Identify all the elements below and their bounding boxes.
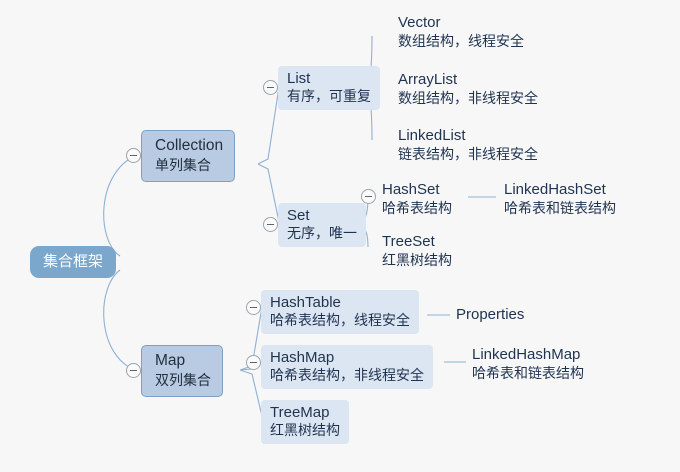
node-treeset-title: TreeSet bbox=[382, 233, 435, 250]
node-treeset[interactable]: TreeSet 红黑树结构 bbox=[382, 232, 452, 270]
node-root-title: 集合框架 bbox=[43, 253, 104, 270]
node-map-title: Map bbox=[155, 352, 186, 369]
node-hashmap-subtitle: 哈希表结构，非线程安全 bbox=[270, 367, 424, 384]
node-treemap-title: TreeMap bbox=[270, 404, 330, 421]
node-arraylist-title: ArrayList bbox=[398, 71, 458, 88]
collapse-toggle-map[interactable] bbox=[126, 363, 141, 378]
node-properties[interactable]: Properties bbox=[456, 305, 524, 324]
node-set-subtitle: 无序，唯一 bbox=[287, 225, 357, 242]
node-properties-title: Properties bbox=[456, 306, 525, 323]
node-linkedhashset-subtitle: 哈希表和链表结构 bbox=[504, 200, 616, 217]
collapse-toggle-hashset[interactable] bbox=[361, 189, 376, 204]
collapse-toggle-list[interactable] bbox=[263, 80, 278, 95]
node-arraylist[interactable]: ArrayList 数组结构，非线程安全 bbox=[398, 70, 538, 108]
node-vector-subtitle: 数组结构，线程安全 bbox=[398, 33, 524, 50]
node-linkedhashset[interactable]: LinkedHashSet 哈希表和链表结构 bbox=[504, 180, 616, 218]
node-linkedlist-title: LinkedList bbox=[398, 127, 466, 144]
node-hashtable-subtitle: 哈希表结构，线程安全 bbox=[270, 312, 410, 329]
collapse-toggle-collection[interactable] bbox=[126, 148, 141, 163]
link-collection-list bbox=[257, 86, 280, 165]
link-collection-set bbox=[257, 163, 280, 223]
node-map-subtitle: 双列集合 bbox=[155, 371, 211, 388]
collapse-toggle-set[interactable] bbox=[263, 217, 278, 232]
node-linkedhashmap[interactable]: LinkedHashMap 哈希表和链表结构 bbox=[472, 345, 584, 383]
node-hashset-subtitle: 哈希表结构 bbox=[382, 200, 452, 217]
node-vector-title: Vector bbox=[398, 14, 441, 31]
node-collection[interactable]: Collection 单列集合 bbox=[141, 130, 236, 182]
node-linkedhashmap-subtitle: 哈希表和链表结构 bbox=[472, 365, 584, 382]
node-treemap-subtitle: 红黑树结构 bbox=[270, 422, 340, 439]
node-hashtable-title: HashTable bbox=[270, 294, 341, 311]
node-hashmap-title: HashMap bbox=[270, 349, 335, 366]
node-set[interactable]: Set 无序，唯一 bbox=[278, 203, 366, 248]
node-set-title: Set bbox=[287, 207, 310, 224]
node-hashtable[interactable]: HashTable 哈希表结构，线程安全 bbox=[261, 290, 419, 335]
node-list[interactable]: List 有序，可重复 bbox=[278, 66, 380, 111]
node-treemap[interactable]: TreeMap 红黑树结构 bbox=[261, 400, 349, 445]
node-hashset-title: HashSet bbox=[382, 181, 440, 198]
node-arraylist-subtitle: 数组结构，非线程安全 bbox=[398, 90, 538, 107]
node-hashmap[interactable]: HashMap 哈希表结构，非线程安全 bbox=[261, 345, 433, 390]
node-linkedhashset-title: LinkedHashSet bbox=[504, 181, 606, 198]
collapse-toggle-hashtable[interactable] bbox=[246, 300, 261, 315]
node-linkedhashmap-title: LinkedHashMap bbox=[472, 346, 581, 363]
link-map-treemap bbox=[239, 369, 263, 417]
node-map[interactable]: Map 双列集合 bbox=[141, 345, 223, 397]
node-collection-title: Collection bbox=[155, 137, 224, 154]
node-root[interactable]: 集合框架 bbox=[30, 246, 117, 279]
link-root-map bbox=[103, 269, 138, 372]
link-root-collection bbox=[103, 154, 138, 257]
node-list-title: List bbox=[287, 70, 311, 87]
node-list-subtitle: 有序，可重复 bbox=[287, 88, 371, 105]
node-collection-subtitle: 单列集合 bbox=[155, 156, 211, 173]
node-treeset-subtitle: 红黑树结构 bbox=[382, 252, 452, 269]
collapse-toggle-hashmap[interactable] bbox=[246, 355, 261, 370]
node-linkedlist-subtitle: 链表结构，非线程安全 bbox=[398, 146, 538, 163]
node-linkedlist[interactable]: LinkedList 链表结构，非线程安全 bbox=[398, 126, 538, 164]
node-vector[interactable]: Vector 数组结构，线程安全 bbox=[398, 13, 524, 51]
node-hashset[interactable]: HashSet 哈希表结构 bbox=[382, 180, 452, 218]
